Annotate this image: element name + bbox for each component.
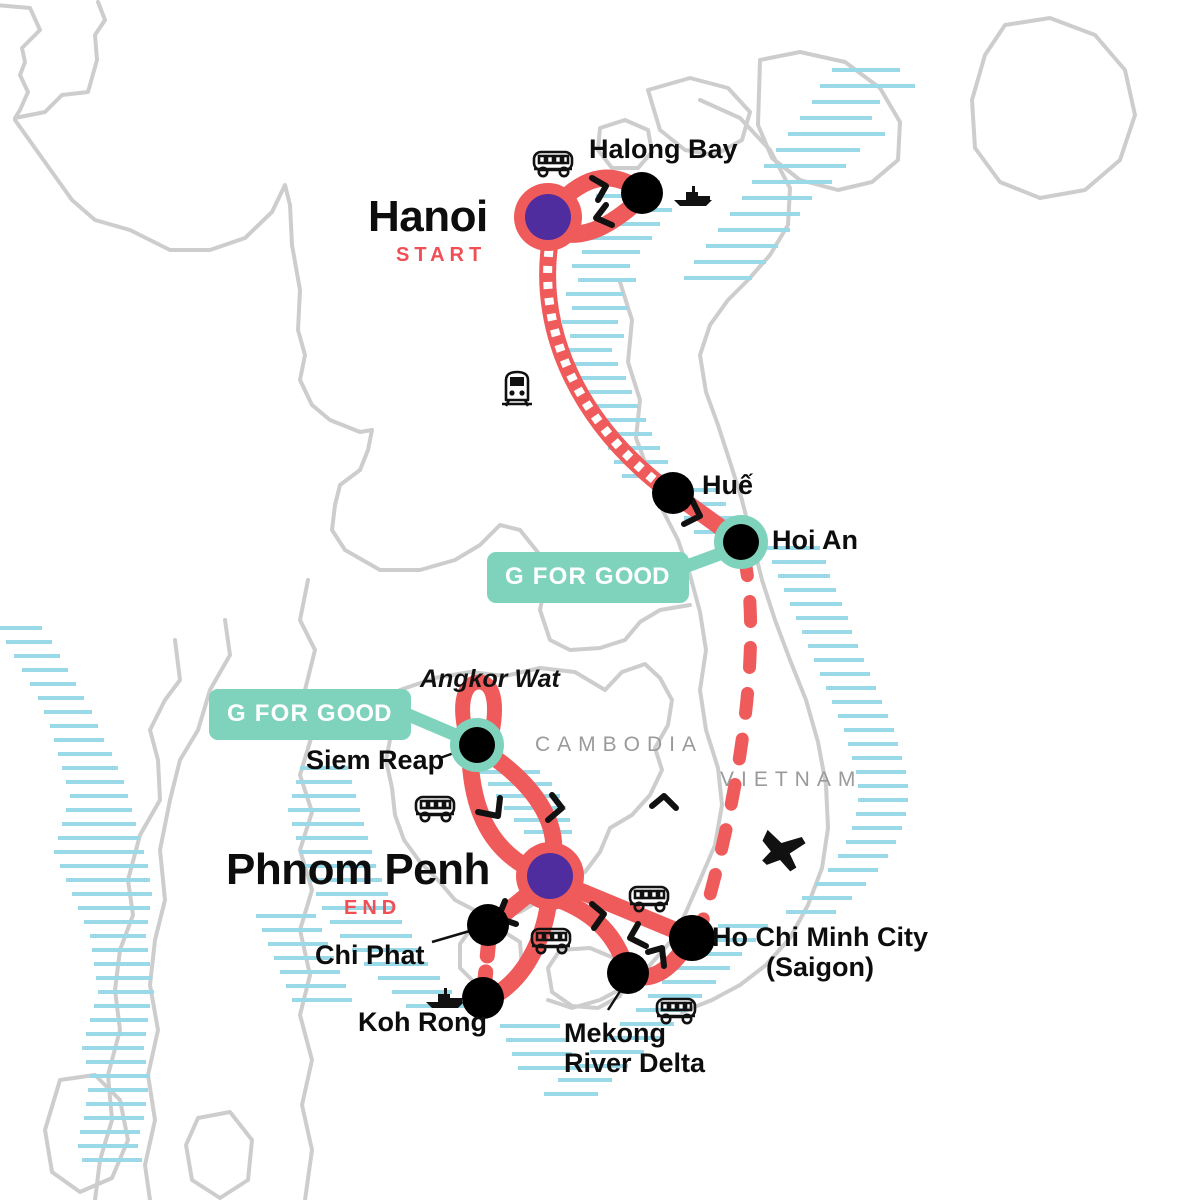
route-phnompenh-hcmc [559, 877, 693, 943]
city-label-siem-reap: Siem Reap [306, 745, 445, 775]
bus-icon [414, 795, 456, 823]
city-label-halong-bay: Halong Bay [589, 134, 738, 164]
marker-siem-reap[interactable] [450, 718, 504, 772]
badge-g-for-good-hoian[interactable]: G FOR GOOD [487, 552, 689, 603]
badge-text-b: D [652, 563, 671, 590]
city-label-ho-chi-minh-city: Ho Chi Minh City (Saigon) [712, 922, 928, 982]
bus-icon [628, 885, 670, 913]
hcmc-label-line-2: (Saigon) [765, 952, 874, 983]
bus-icon [655, 997, 697, 1025]
city-label-koh-rong: Koh Rong [358, 1007, 487, 1037]
poi-label-angkor-wat: Angkor Wat [420, 665, 560, 693]
city-label-hoi-an: Hoi An [772, 525, 858, 555]
city-label-hanoi: Hanoi [368, 192, 488, 241]
hcmc-label-line-1: Ho Chi Minh City [712, 922, 928, 952]
marker-phnom-penh-end[interactable] [516, 842, 584, 910]
route-flight-hoian-hcmc [693, 549, 758, 937]
marker-mekong-river-delta[interactable] [607, 952, 649, 994]
city-label-chi-phat: Chi Phat [315, 940, 425, 970]
marker-ho-chi-minh-city[interactable] [669, 915, 715, 961]
badge-text-infinity-oo: OO [614, 563, 653, 590]
route-angkor-loop [455, 674, 502, 750]
route-train-hanoi-hue [539, 241, 677, 500]
marker-hue[interactable] [652, 472, 694, 514]
badge-text-a: G FOR G [505, 563, 615, 590]
route-direction-arrows [475, 175, 703, 969]
boat-icon [426, 988, 464, 1008]
city-label-mekong-river-delta: Mekong River Delta [564, 1018, 705, 1078]
start-marker-label: START [396, 244, 487, 266]
bus-icon [530, 927, 572, 955]
city-label-phnom-penh: Phnom Penh [226, 845, 490, 894]
badge-text-infinity-oo: OO [336, 700, 375, 727]
marker-chi-phat[interactable] [467, 904, 509, 946]
marker-koh-rong[interactable] [462, 977, 504, 1019]
country-label-vietnam: VIETNAM [720, 768, 863, 791]
city-label-hue: Huế [702, 470, 754, 500]
marker-hanoi-start[interactable] [514, 183, 582, 251]
marker-hoi-an[interactable] [714, 515, 768, 569]
plane-icon [762, 829, 806, 872]
bus-icon [532, 150, 574, 178]
marker-halong-bay[interactable] [621, 172, 663, 214]
mekong-label-line-1: Mekong [564, 1018, 667, 1048]
mekong-label-line-2: River Delta [564, 1048, 706, 1079]
badge-g-for-good-siemreap[interactable]: G FOR GOOD [209, 689, 411, 740]
badge-text-b: D [374, 700, 393, 727]
end-marker-label: END [344, 897, 402, 919]
boat-icon [674, 186, 712, 206]
badge-text-a: G FOR G [227, 700, 337, 727]
train-icon [502, 370, 532, 407]
country-label-cambodia: CAMBODIA [535, 733, 704, 756]
